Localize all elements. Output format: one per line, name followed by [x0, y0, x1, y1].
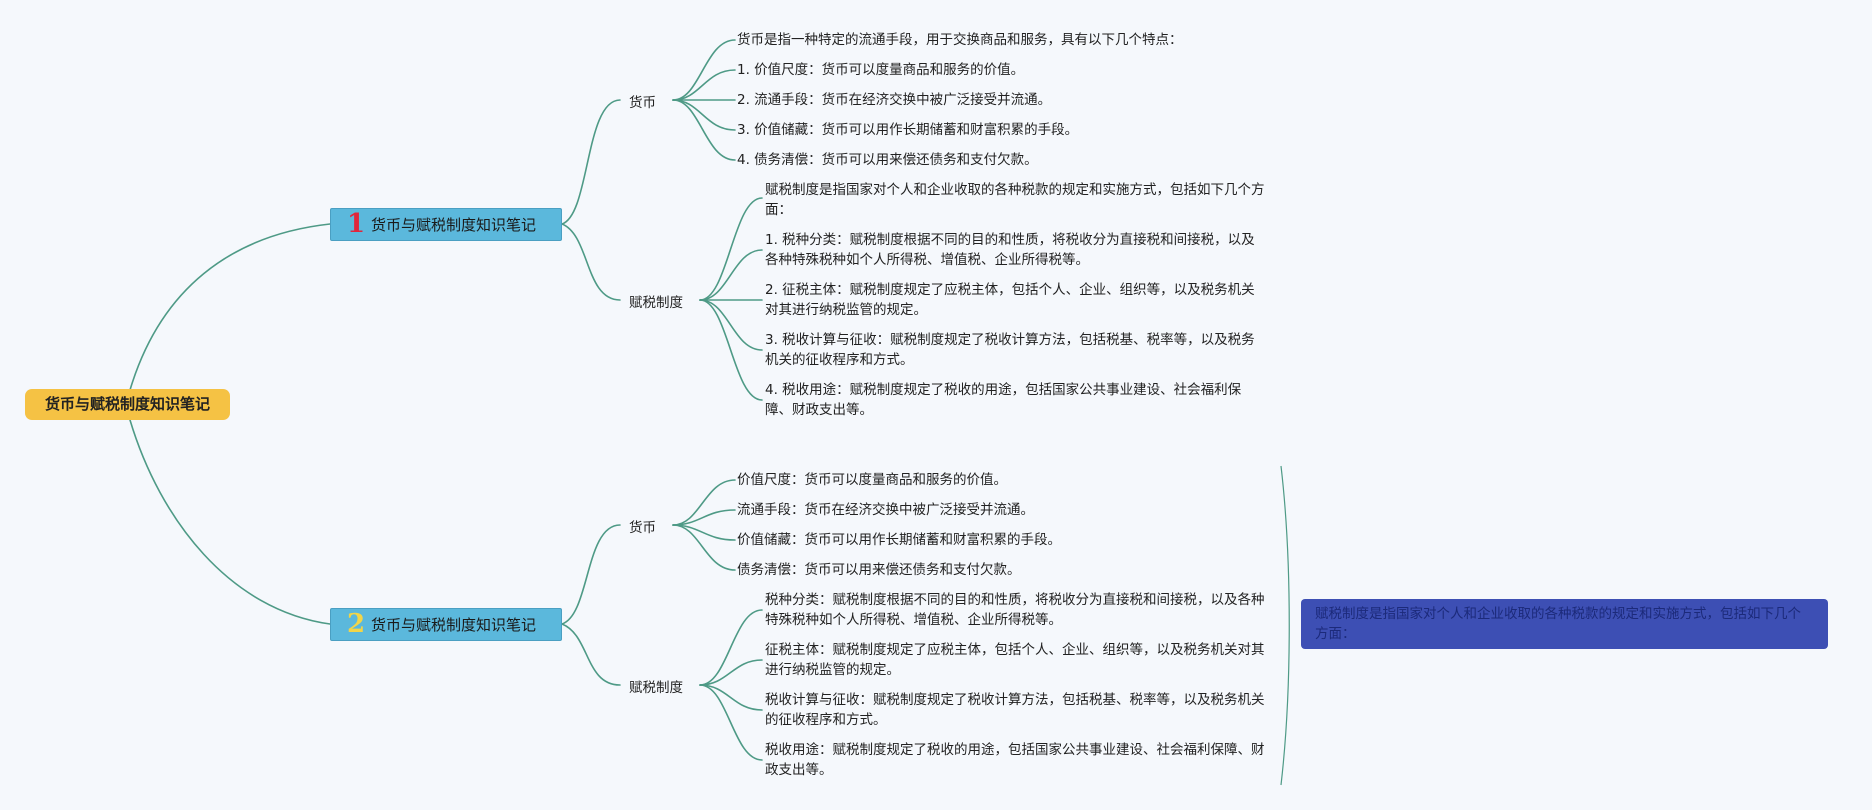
leaf-item[interactable]: 2. 征税主体：赋税制度规定了应税主体，包括个人、企业、组织等，以及税务机关对其…	[765, 282, 1255, 318]
main-topic-2[interactable]: 2 货币与赋税制度知识笔记	[330, 608, 562, 641]
leaf-item[interactable]: 税收计算与征收：赋税制度规定了税收计算方法，包括税基、税率等，以及税务机关的征收…	[765, 692, 1265, 728]
summary-callout[interactable]: 赋税制度是指国家对个人和企业收取的各种税款的规定和实施方式，包括如下几个方面：	[1301, 599, 1828, 649]
leaf-item[interactable]: 赋税制度是指国家对个人和企业收取的各种税款的规定和实施方式，包括如下几个方面：	[765, 182, 1265, 218]
leaf-item[interactable]: 流通手段：货币在经济交换中被广泛接受并流通。	[737, 502, 1034, 518]
leaf-item[interactable]: 4. 债务清偿：货币可以用来偿还债务和支付欠款。	[737, 152, 1038, 168]
leaf-item[interactable]: 2. 流通手段：货币在经济交换中被广泛接受并流通。	[737, 92, 1052, 108]
topic-label-2: 货币与赋税制度知识笔记	[371, 616, 537, 634]
topic-number-1: 1	[347, 209, 366, 239]
leaf-item[interactable]: 3. 税收计算与征收：赋税制度规定了税收计算方法，包括税基、税率等，以及税务机关…	[765, 332, 1255, 368]
leaf-item[interactable]: 货币是指一种特定的流通手段，用于交换商品和服务，具有以下几个特点：	[737, 32, 1183, 48]
topic-number-2: 2	[347, 609, 366, 639]
leaf-item[interactable]: 价值储藏：货币可以用作长期储蓄和财富积累的手段。	[737, 532, 1061, 548]
leaf-item[interactable]: 1. 价值尺度：货币可以度量商品和服务的价值。	[737, 62, 1025, 78]
main-topic-1[interactable]: 1 货币与赋税制度知识笔记	[330, 208, 562, 241]
leaf-item[interactable]: 征税主体：赋税制度规定了应税主体，包括个人、企业、组织等，以及税务机关对其进行纳…	[765, 642, 1265, 678]
leaf-item[interactable]: 税收用途：赋税制度规定了税收的用途，包括国家公共事业建设、社会福利保障、财政支出…	[765, 742, 1265, 778]
subtopic-money-1[interactable]: 货币	[629, 95, 656, 111]
leaf-item[interactable]: 税种分类：赋税制度根据不同的目的和性质，将税收分为直接税和间接税，以及各种特殊税…	[765, 592, 1265, 628]
leaf-item[interactable]: 债务清偿：货币可以用来偿还债务和支付欠款。	[737, 562, 1021, 578]
leaf-item[interactable]: 价值尺度：货币可以度量商品和服务的价值。	[737, 472, 1007, 488]
subtopic-tax-2[interactable]: 赋税制度	[629, 680, 683, 696]
leaf-item[interactable]: 1. 税种分类：赋税制度根据不同的目的和性质，将税收分为直接税和间接税，以及各种…	[765, 232, 1255, 268]
root-topic[interactable]: 货币与赋税制度知识笔记	[25, 389, 230, 420]
leaf-item[interactable]: 4. 税收用途：赋税制度规定了税收的用途，包括国家公共事业建设、社会福利保障、财…	[765, 382, 1242, 418]
subtopic-money-2[interactable]: 货币	[629, 520, 656, 536]
topic-label-1: 货币与赋税制度知识笔记	[371, 216, 537, 234]
subtopic-tax-1[interactable]: 赋税制度	[629, 295, 683, 311]
leaf-item[interactable]: 3. 价值储藏：货币可以用作长期储蓄和财富积累的手段。	[737, 122, 1079, 138]
